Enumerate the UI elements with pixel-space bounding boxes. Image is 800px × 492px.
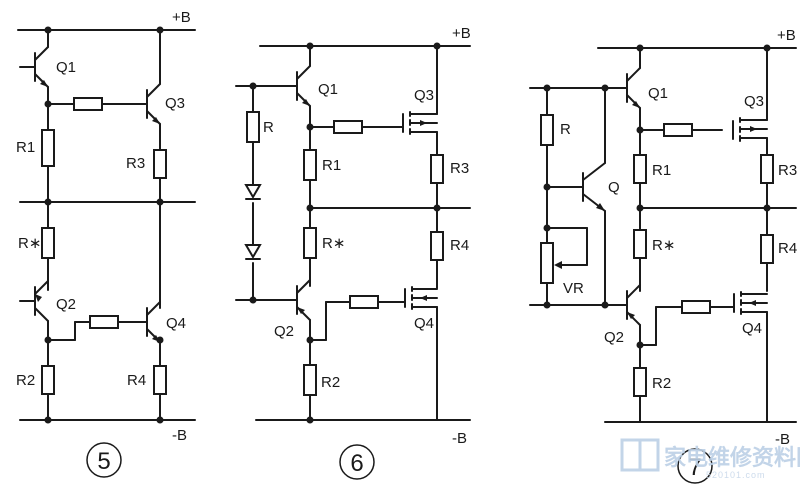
label-q4: Q4 — [742, 320, 762, 337]
circuit-6-labels: +B Q1 Q3 R R1 R3 R∗ R4 Q2 Q4 R2 -B — [263, 25, 471, 447]
label-plus-b: +B — [777, 27, 796, 44]
circuit-7: +B Q1 Q3 R Q R1 R3 R∗ R4 VR Q2 Q4 R2 -B … — [529, 27, 797, 484]
circuit-5-junctions — [44, 26, 164, 424]
resistor-rstar — [633, 229, 647, 259]
resistor-base-link-top — [73, 97, 103, 111]
diode-lower — [244, 244, 262, 259]
resistor-base-link-bottom — [89, 315, 119, 329]
resistor-gate-link-top — [663, 123, 693, 137]
circuit-7-junctions — [543, 44, 771, 349]
circuit-5-resistors — [41, 97, 167, 395]
watermark-url: 520101.com — [706, 470, 766, 480]
resistor-gate-link-bottom — [681, 300, 711, 314]
circuit-7-labels: +B Q1 Q3 R Q R1 R3 R∗ R4 VR Q2 Q4 R2 -B — [560, 27, 797, 448]
label-r2: R2 — [16, 372, 35, 389]
label-q1: Q1 — [318, 81, 338, 98]
label-q3: Q3 — [414, 87, 434, 104]
watermark: 家电维修资料网 520101.com — [620, 438, 800, 480]
resistor-r3 — [760, 154, 774, 184]
circuit-6-number: 6 — [350, 450, 363, 477]
resistor-r — [246, 111, 260, 143]
label-r3: R3 — [450, 160, 469, 177]
label-q2: Q2 — [604, 329, 624, 346]
circuit-6-junctions — [249, 42, 441, 424]
label-rstar: R∗ — [652, 237, 675, 254]
label-r1: R1 — [322, 157, 341, 174]
label-r3: R3 — [126, 155, 145, 172]
resistor-gate-link-top — [333, 120, 363, 134]
circuit-5-labels: +B Q1 Q3 R1 R3 R∗ Q2 Q4 R2 R4 -B — [16, 9, 191, 444]
resistor-r1 — [41, 129, 55, 167]
label-plus-b: +B — [452, 25, 471, 42]
circuit-7-number-badge: 7 — [677, 448, 713, 484]
circuit-5-number: 5 — [97, 448, 110, 475]
label-r1: R1 — [16, 139, 35, 156]
circuit-5-number-badge: 5 — [86, 442, 122, 478]
label-r: R — [263, 119, 274, 136]
circuit-5: +B Q1 Q3 R1 R3 R∗ Q2 Q4 R2 R4 -B 5 — [16, 9, 196, 478]
circuit-6-resistors — [246, 111, 444, 396]
resistor-r2 — [41, 365, 55, 395]
label-r2: R2 — [321, 374, 340, 391]
circuit-7-arrows — [554, 101, 757, 319]
label-rstar: R∗ — [18, 235, 41, 252]
potentiometer-vr — [540, 242, 554, 284]
resistor-rstar — [41, 227, 55, 259]
label-q4: Q4 — [414, 315, 434, 332]
label-r: R — [560, 121, 571, 138]
circuit-6-wires — [235, 45, 471, 421]
label-q1: Q1 — [648, 85, 668, 102]
resistor-r4 — [760, 234, 774, 264]
label-r4: R4 — [450, 237, 469, 254]
circuit-7-resistors — [540, 114, 774, 397]
label-q3: Q3 — [744, 93, 764, 110]
resistor-r1 — [633, 154, 647, 184]
label-r3: R3 — [778, 162, 797, 179]
resistor-r4 — [153, 365, 167, 395]
label-r4: R4 — [778, 240, 797, 257]
resistor-r1 — [303, 149, 317, 181]
resistor-r — [540, 114, 554, 146]
label-q: Q — [608, 179, 620, 196]
label-minus-b: -B — [452, 430, 467, 447]
resistor-r2 — [633, 367, 647, 397]
label-r2: R2 — [652, 375, 671, 392]
circuit-5-arrows — [35, 80, 160, 342]
label-r4: R4 — [127, 372, 146, 389]
label-minus-b: -B — [775, 431, 790, 448]
resistor-r3 — [153, 149, 167, 179]
label-rstar: R∗ — [322, 235, 345, 252]
circuit-5-wires — [17, 29, 196, 421]
circuit-6-number-badge: 6 — [339, 444, 375, 480]
circuit-6-arrows — [297, 99, 427, 314]
resistor-gate-link-bottom — [349, 295, 379, 309]
label-r1: R1 — [652, 162, 671, 179]
circuit-6-diodes — [244, 184, 262, 260]
watermark-site: 家电维修资料网 — [664, 445, 800, 470]
label-q2: Q2 — [56, 296, 76, 313]
label-q2: Q2 — [274, 323, 294, 340]
resistor-rstar — [303, 227, 317, 259]
label-q3: Q3 — [165, 95, 185, 112]
label-minus-b: -B — [172, 427, 187, 444]
label-plus-b: +B — [172, 9, 191, 26]
circuit-7-number: 7 — [688, 454, 701, 481]
watermark-logo-icon — [620, 438, 660, 472]
label-vr: VR — [563, 280, 584, 297]
label-q4: Q4 — [166, 315, 186, 332]
resistor-r2 — [303, 364, 317, 396]
circuit-6: +B Q1 Q3 R R1 R3 R∗ R4 Q2 Q4 R2 -B 6 — [235, 25, 471, 480]
label-q1: Q1 — [56, 59, 76, 76]
resistor-r4 — [430, 231, 444, 261]
diode-upper — [244, 184, 262, 199]
resistor-r3 — [430, 154, 444, 184]
